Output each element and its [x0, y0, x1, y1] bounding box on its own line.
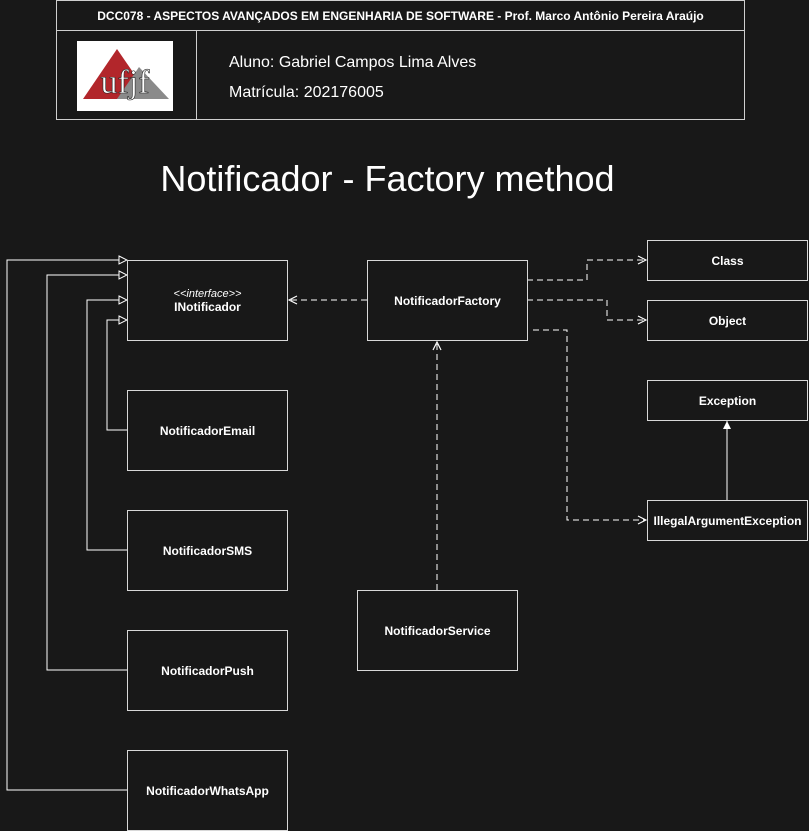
- push-name: NotificadorPush: [161, 663, 254, 678]
- class-exception[interactable]: Exception: [647, 380, 808, 421]
- student-id: Matrícula: 202176005: [229, 84, 384, 101]
- diagram-title: Notificador - Factory method: [160, 158, 615, 199]
- object-name: Object: [708, 313, 747, 328]
- logo-cell: ufjf: [57, 31, 197, 120]
- exception-name: Exception: [698, 393, 757, 408]
- sms-realizes-line: [86, 300, 127, 551]
- class-object[interactable]: Object: [647, 300, 808, 341]
- class-notificador-service[interactable]: NotificadorService: [357, 590, 518, 671]
- factory-to-class-dep: [527, 260, 646, 281]
- factory-to-illegal-dep: [533, 329, 646, 520]
- class-notificador-email[interactable]: NotificadorEmail: [127, 390, 288, 471]
- service-name: NotificadorService: [384, 623, 491, 638]
- class-notificador-sms[interactable]: NotificadorSMS: [127, 510, 288, 591]
- class-class[interactable]: Class: [647, 240, 808, 281]
- whatsapp-name: NotificadorWhatsApp: [146, 783, 269, 798]
- class-notificador-push[interactable]: NotificadorPush: [127, 630, 288, 711]
- svg-text:ufjf: ufjf: [100, 64, 150, 101]
- whatsapp-realizes-line: [6, 260, 127, 791]
- push-realizes-line: [46, 275, 127, 671]
- class-inotificador[interactable]: <<interface>> INotificador: [127, 260, 288, 341]
- course-title: DCC078 - ASPECTOS AVANÇADOS EM ENGENHARI…: [57, 1, 744, 31]
- email-name: NotificadorEmail: [159, 423, 256, 438]
- class-illegal-argument-exception[interactable]: IllegalArgumentException: [647, 500, 808, 541]
- ufjf-logo: ufjf: [77, 41, 173, 111]
- header-table: DCC078 - ASPECTOS AVANÇADOS EM ENGENHARI…: [56, 0, 745, 120]
- interface-stereotype: <<interface>>: [173, 287, 242, 300]
- factory-name: NotificadorFactory: [394, 293, 501, 308]
- email-realizes-line: [106, 320, 127, 431]
- illegal-name: IllegalArgumentException: [653, 513, 802, 528]
- sms-name: NotificadorSMS: [162, 543, 253, 558]
- student-name: Aluno: Gabriel Campos Lima Alves: [229, 54, 477, 71]
- class-notificador-whatsapp[interactable]: NotificadorWhatsApp: [127, 750, 288, 831]
- factory-to-object-dep: [527, 299, 646, 320]
- inotificador-name: INotificador: [174, 299, 241, 314]
- class-notificador-factory[interactable]: NotificadorFactory: [367, 260, 528, 341]
- class-name: Class: [711, 253, 744, 268]
